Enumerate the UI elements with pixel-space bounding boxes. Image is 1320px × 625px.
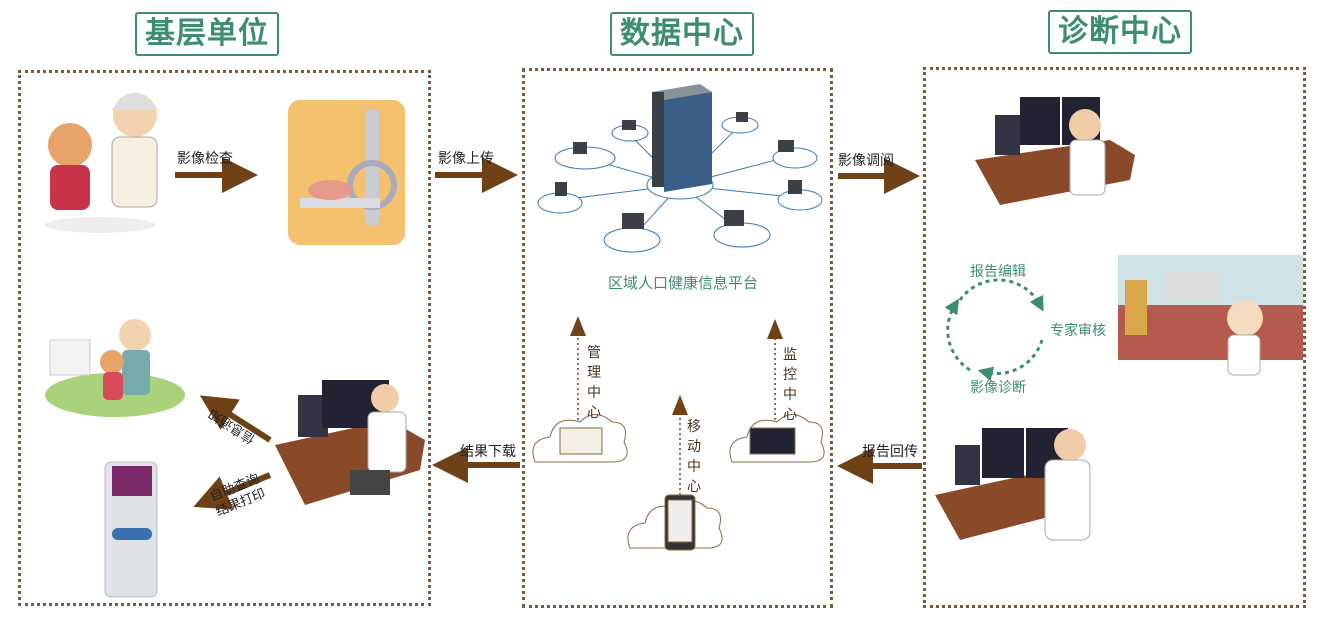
cloud-management [532, 414, 628, 463]
section-title-data-center: 数据中心 [610, 12, 754, 56]
doctor-child-exam-illustration [45, 92, 158, 233]
self-service-kiosk-illustration [104, 461, 158, 598]
label-expert-review: 专家审核 [1050, 323, 1106, 339]
platform-name: 区域人口健康信息平台 [608, 274, 759, 292]
grassroots-panel [18, 70, 431, 606]
doctor-report-illustration [935, 428, 1091, 541]
label-image-upload: 影像上传 [438, 151, 494, 167]
arrow-info-notify [199, 395, 272, 443]
consultation-room-illustration [1118, 255, 1303, 376]
label-monitoring-center: 监控中心 [783, 347, 797, 423]
label-report-return: 报告回传 [862, 444, 918, 460]
section-title-diagnosis-center: 诊断中心 [1048, 10, 1192, 54]
label-report-edit: 报告编辑 [970, 264, 1026, 280]
arrow-head-management [570, 316, 586, 336]
label-result-download: 结果下载 [460, 444, 516, 460]
label-mobile-center: 移动中心 [687, 419, 701, 495]
label-image-diagnosis: 影像诊断 [970, 380, 1026, 396]
cloud-mobile [627, 494, 723, 551]
server-tower-icon [652, 84, 712, 192]
cloud-monitoring [729, 414, 825, 463]
diagnosis-center-panel [923, 67, 1306, 608]
arrow-self-query [193, 472, 272, 510]
label-imaging-exam: 影像检查 [177, 151, 233, 167]
doctor-reading-images-illustration [975, 97, 1135, 205]
doctor-workstation-illustration [275, 380, 425, 505]
arrow-head-monitoring [767, 319, 783, 339]
data-center-panel [522, 68, 833, 608]
xray-machine-illustration [288, 100, 405, 245]
family-illustration [45, 319, 185, 417]
laptop-icons [555, 112, 802, 229]
review-cycle [944, 278, 1044, 382]
label-image-view: 影像调阅 [838, 153, 894, 169]
label-management-center: 管理中心 [587, 345, 601, 421]
arrow-head-mobile [672, 395, 688, 415]
section-title-grassroots: 基层单位 [135, 12, 279, 56]
